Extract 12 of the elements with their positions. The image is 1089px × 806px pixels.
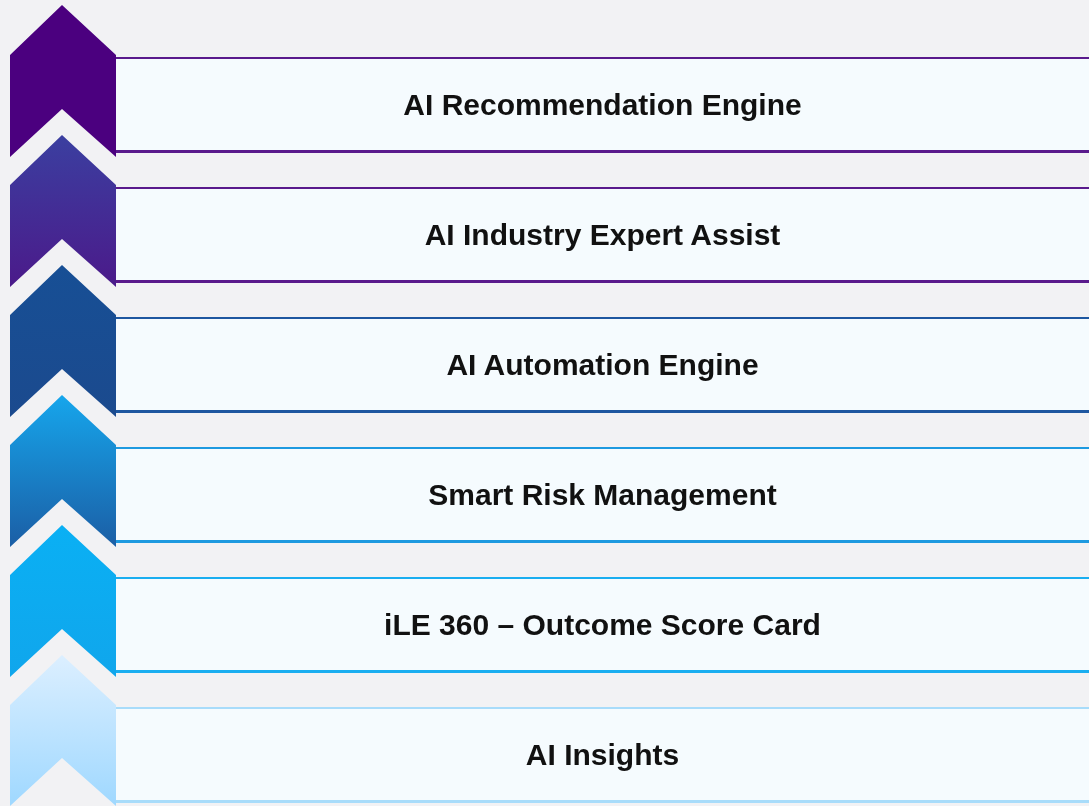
bar-title: AI Industry Expert Assist [424,217,781,252]
label-bar [116,447,1089,543]
label-bar [116,187,1089,283]
bar-title: AI Insights [525,737,680,772]
bar-title: AI Automation Engine [446,347,759,382]
bar-title: iLE 360 – Outcome Score Card [384,607,821,642]
label-bar [116,577,1089,673]
bar-title: AI Recommendation Engine [403,87,802,122]
label-bar [116,317,1089,413]
label-bar [116,57,1089,153]
label-bar [116,707,1089,803]
bar-title: Smart Risk Management [428,477,777,512]
